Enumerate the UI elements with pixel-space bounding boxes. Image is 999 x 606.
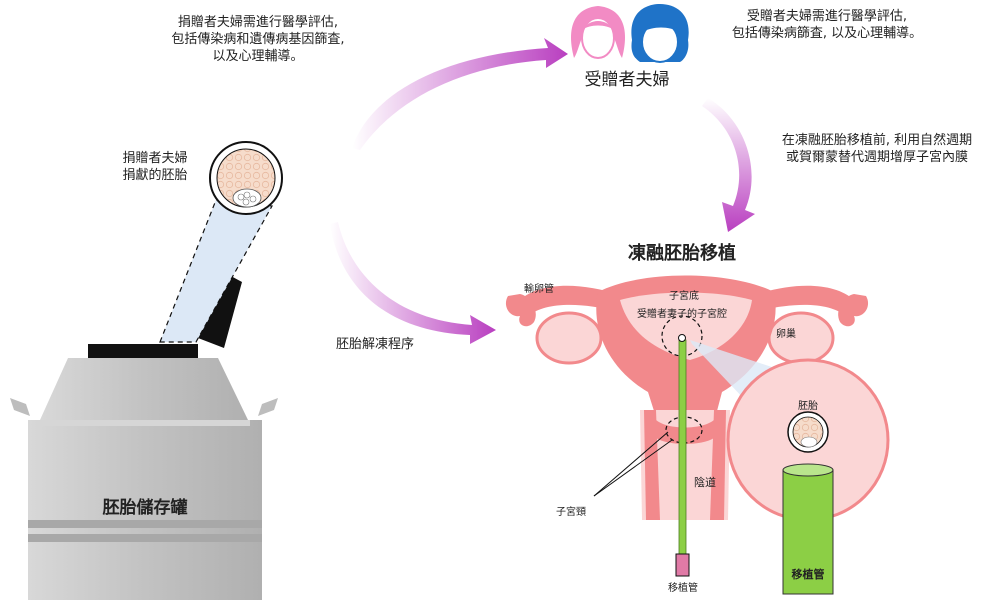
female-icon xyxy=(571,6,625,59)
catheter-label: 移植管 xyxy=(668,583,698,594)
vagina-label: 陰道 xyxy=(694,476,716,489)
ovary-label: 卵巢 xyxy=(776,329,796,340)
donated-embryo-line-1: 捐贈者夫婦 xyxy=(122,151,188,166)
zoom-embryo-label: 胚胎 xyxy=(798,401,818,412)
endometrium-note-line-1: 在凍融胚胎移植前, 利用自然週期 xyxy=(781,133,973,148)
uterine-cavity-label: 受贈者妻子的子宮腔 xyxy=(637,309,727,320)
donated-embryo-label: 捐贈者夫婦 捐獻的胚胎 xyxy=(110,150,200,184)
cervix-label: 子宮頸 xyxy=(556,507,586,518)
arrow-donor-to-recipient xyxy=(352,38,568,150)
transfer-catheter xyxy=(675,334,690,577)
zoom-catheter-label: 移植管 xyxy=(791,568,825,581)
arrow-thaw-to-transfer xyxy=(330,222,496,344)
embryo-zoom-beam xyxy=(159,199,273,343)
recipient-couple-label: 受贈者夫婦 xyxy=(584,70,670,90)
male-icon xyxy=(631,4,689,63)
fallopian-tube-label: 輸卵管 xyxy=(524,284,554,295)
recipient-note-line-2: 包括傳染病篩査, 以及心理輔導。 xyxy=(731,26,923,41)
arrow-recipient-to-transfer xyxy=(702,98,755,232)
donor-note-line-3: 以及心理輔導。 xyxy=(212,49,304,64)
recipient-assessment-note: 受贈者夫婦需進行醫學評估, 包括傳染病篩査, 以及心理輔導。 xyxy=(712,8,942,42)
donated-embryo-line-2: 捐獻的胚胎 xyxy=(122,168,188,183)
storage-tank-label: 胚胎儲存罐 xyxy=(102,498,188,518)
donor-assessment-note: 捐贈者夫婦需進行醫學評估, 包括傳染病和遺傳病基因篩査, 以及心理輔導。 xyxy=(148,14,368,65)
endometrium-note: 在凍融胚胎移植前, 利用自然週期 或賀爾蒙替代週期增厚子宮內膜 xyxy=(762,132,992,166)
recipient-note-line-1: 受贈者夫婦需進行醫學評估, xyxy=(746,9,908,24)
donated-embryo xyxy=(209,141,283,215)
transfer-title: 凍融胚胎移植 xyxy=(628,243,736,264)
storage-tank xyxy=(10,268,278,600)
transfer-zoom-inset xyxy=(726,358,890,595)
donor-note-line-2: 包括傳染病和遺傳病基因篩査, xyxy=(171,32,345,47)
donor-note-line-1: 捐贈者夫婦需進行醫學評估, xyxy=(177,15,339,30)
thaw-procedure-label: 胚胎解凍程序 xyxy=(336,337,415,352)
endometrium-note-line-2: 或賀爾蒙替代週期增厚子宮內膜 xyxy=(785,150,968,165)
fundus-label: 子宮底 xyxy=(669,291,699,302)
